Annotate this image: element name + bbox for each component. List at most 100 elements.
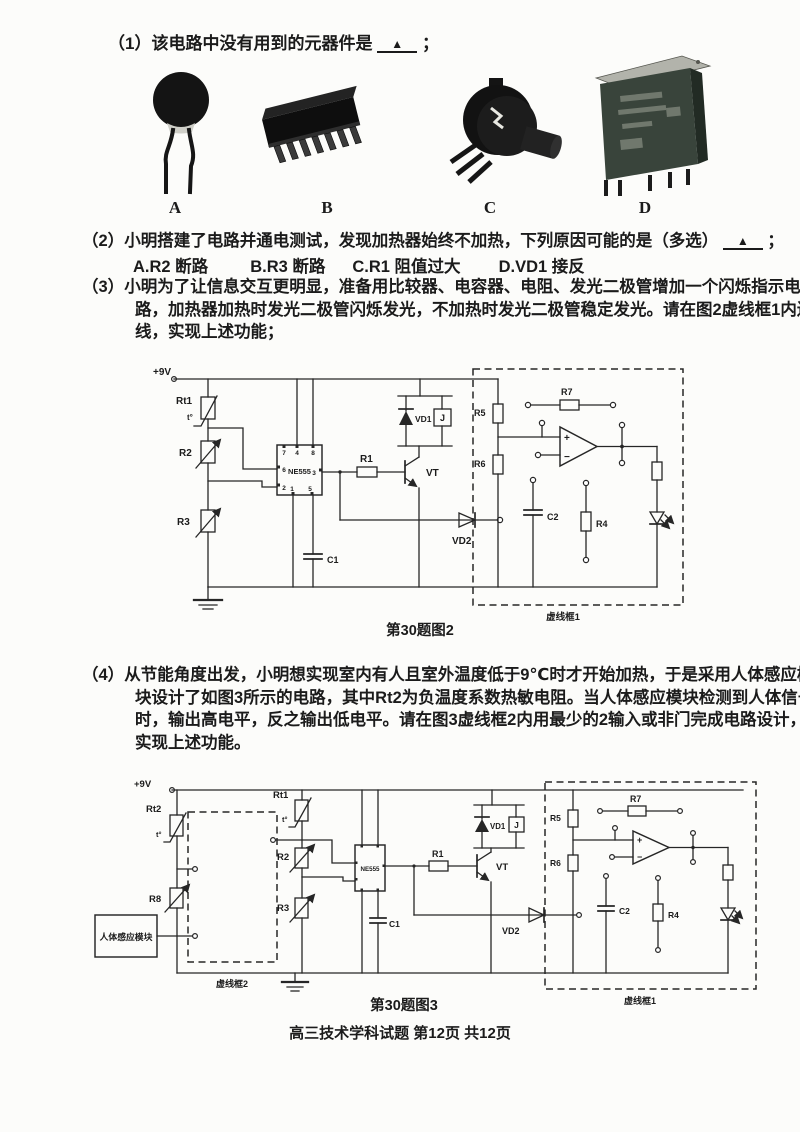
c1-label: C1 [389,919,400,929]
question-1-line: （1）该电路中没有用到的元器件是 ▲ ； [108,33,439,56]
dip-ic-body [262,85,362,164]
q2-choice-b: B.R3 断路 [250,258,326,276]
pin3-label: 3 [312,470,316,477]
wire-rt1-to-pin6 [301,839,356,864]
r7-label: R7 [630,794,641,804]
q1-tail: ； [421,34,439,53]
r3-label: R3 [177,517,190,528]
vt-label: VT [426,468,439,479]
comparator-plus: + [637,835,642,845]
figure-2-circuit: +9V Rt1 t° R2 R3 [153,367,684,639]
resistor-r7: R7 [597,794,683,817]
q4-number: （4） [82,666,125,684]
pin8-label: 8 [311,450,315,457]
dashed-frame-2-label: 虚线框2 [216,978,248,989]
led-series-resistor [651,461,663,481]
q1-text: 该电路中没有用到的元器件是 [151,34,373,53]
r4-label: R4 [668,910,679,920]
relay-markings [618,91,681,150]
human-sensor-module: 人体感应模块 [94,914,198,958]
dashed-frame-1-label: 虚线框1 [546,611,581,623]
dashed-frame-1 [472,368,684,606]
comparator-minus: − [564,452,570,463]
variable-resistor-r2: R2 [277,843,316,899]
figure-3-caption: 第30题图3 [370,996,438,1014]
pin2-label: 2 [282,485,286,492]
thermistor-rt2: Rt2 t° [146,789,187,889]
potentiometer-legs [449,141,493,184]
pin6-label: 6 [282,467,286,474]
vd2-label: VD2 [502,926,520,936]
pin7-label: 7 [282,450,286,457]
capacitor-c2: C2 [597,872,630,974]
dashed-frame-1-label: 虚线框1 [624,995,656,1006]
pin1-label: 1 [290,486,294,493]
r6-label: R6 [474,459,486,469]
q2-choice-d: D.VD1 接反 [498,258,585,276]
resistor-r4: R4 [580,479,608,564]
led-series-resistor [722,864,734,881]
vcc-label: +9V [134,779,152,790]
vd2-label: VD2 [452,536,472,547]
component-photo-d-relay [594,55,712,196]
figure-3-circuit: +9V Rt2 t° R8 人体感应模块 [94,779,757,1014]
r2-label: R2 [179,448,192,459]
led [719,907,744,974]
variable-resistor-r8: R8 [149,883,191,974]
component-photo-a-ceramic-capacitor [153,72,209,195]
led [648,511,675,588]
wire-r2-to-pin2 [301,876,356,882]
q2-tail: ； [767,232,784,250]
rt2-t-mark: t° [156,830,162,839]
q2-number: （2） [82,232,125,250]
pin5-label: 5 [308,486,312,493]
comparator-plus: + [564,433,570,444]
capacitor-c2: C2 [523,476,559,588]
question-2-line: （2）小明搭建了电路并通电测试，发现加热器始终不加热，下列原因可能的是（多选） … [82,230,784,253]
transistor-vt: VT [476,847,508,974]
ground-symbol [280,972,310,992]
resistor-r1: R1 [428,849,478,872]
q3-text: 小明为了让信息交互更明显，准备用比较器、电容器、电阻、发光二极管增加一个闪烁指示… [124,278,800,341]
relay-coil-j-label: J [440,413,445,423]
r7-label: R7 [561,387,573,397]
resistor-r1: R1 [356,454,406,478]
vd1-label: VD1 [490,822,506,831]
vd1-label: VD1 [415,414,432,424]
power-rail-9v: +9V [153,367,499,383]
relay-coil-j-label: J [514,820,519,830]
figure-2-caption: 第30题图2 [386,621,454,639]
photo-label-b: B [321,198,333,217]
photo-label-d: D [638,198,652,217]
diode-vd2: VD2 [413,906,583,936]
r3-label: R3 [277,903,289,914]
variable-resistor-r2: R2 [179,438,222,511]
c1-label: C1 [327,555,339,565]
q2-choice-a: A.R2 断路 [133,258,209,276]
ne555-ic: NE555 7 4 8 6 2 3 1 5 [276,378,323,588]
vt-label: VT [496,862,508,873]
ground-symbol [192,586,224,610]
rt1-label: Rt1 [176,396,193,407]
ne555-label: NE555 [288,467,311,476]
q1-number: （1） [108,34,152,53]
variable-resistor-r3: R3 [177,507,222,588]
rt2-label: Rt2 [146,804,161,815]
r5-label: R5 [474,408,486,418]
rt1-t-mark: t° [187,413,193,422]
r1-label: R1 [360,454,373,465]
flyback-diode-vd1-relay-j: VD1 J [473,789,525,849]
vcc-label: +9V [153,367,171,378]
photo-label-a: A [168,198,182,217]
flasher-module: R5 R6 + − [474,378,675,588]
pin4-label: 4 [295,450,299,457]
component-photo-b-dip-ic [262,85,362,164]
ne555-label: NE555 [361,866,380,873]
power-rail-9v: +9V [134,779,744,794]
r1-label: R1 [432,849,444,859]
dashed-frame-1 [544,781,757,990]
component-photo-c-potentiometer [449,78,562,184]
capacitor-c1: C1 [369,917,400,974]
page-footer: 高三技术学科试题 第12页 共12页 [289,1025,511,1042]
